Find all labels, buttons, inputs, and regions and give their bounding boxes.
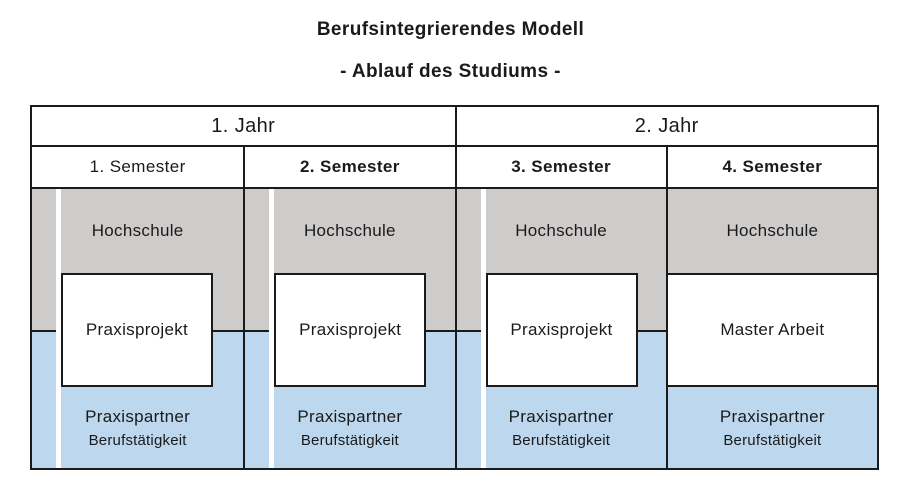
praxispartner-area: [667, 387, 877, 468]
partner-labels: Praxispartner Berufstätigkeit: [245, 387, 454, 468]
master-arbeit-band: Master Arbeit: [667, 273, 877, 387]
semester-column-3: Hochschule Praxisprojekt Praxispartner B…: [454, 189, 666, 468]
year-cell-1: 1. Jahr: [211, 114, 276, 137]
study-schedule-table: 1. Jahr 2. Jahr 1. Semester 2. Semester …: [30, 105, 879, 470]
semester-cell-3: 3. Semester: [454, 147, 666, 187]
semester-column-2: Hochschule Praxisprojekt Praxispartner B…: [243, 189, 455, 468]
year-cell-2: 2. Jahr: [454, 107, 878, 145]
semester-cell-4: 4. Semester: [665, 147, 877, 187]
year-header-row: 1. Jahr 2. Jahr: [32, 107, 877, 147]
partner-labels: Praxispartner Berufstätigkeit: [457, 387, 666, 468]
semester-column-4: Hochschule Master Arbeit Praxispartner B…: [665, 189, 877, 468]
praxisprojekt-box: Praxisprojekt: [485, 273, 638, 387]
white-gap-strip: [269, 189, 275, 468]
berufstaetigkeit-label: Berufstätigkeit: [512, 431, 611, 449]
page-subtitle: - Ablauf des Studiums -: [340, 61, 561, 82]
berufstaetigkeit-label: Berufstätigkeit: [300, 431, 399, 449]
white-gap-strip: [56, 189, 61, 468]
praxispartner-label: Praxispartner: [85, 406, 191, 426]
semester-cell-1: 1. Semester: [89, 157, 186, 176]
praxisprojekt-box: Praxisprojekt: [61, 273, 213, 387]
berufstaetigkeit-label: Berufstätigkeit: [723, 431, 822, 449]
hochschule-label: Hochschule: [91, 221, 184, 240]
hochschule-area: [667, 189, 877, 273]
content-row: Hochschule Praxisprojekt Praxispartner B…: [32, 189, 877, 468]
semester-header-row: 1. Semester 2. Semester 3. Semester 4. S…: [32, 147, 877, 189]
hochschule-label: Hochschule: [726, 221, 819, 240]
praxisprojekt-box: Praxisprojekt: [274, 273, 427, 387]
berufstaetigkeit-label: Berufstätigkeit: [88, 431, 187, 449]
praxispartner-label: Praxispartner: [508, 406, 614, 426]
partner-labels: Praxispartner Berufstätigkeit: [668, 387, 877, 468]
white-gap-strip: [480, 189, 486, 468]
semester-column-1: Hochschule Praxisprojekt Praxispartner B…: [32, 189, 244, 468]
partner-labels: Praxispartner Berufstätigkeit: [32, 387, 243, 468]
praxispartner-label: Praxispartner: [297, 406, 403, 426]
hochschule-label: Hochschule: [515, 221, 608, 240]
praxispartner-label: Praxispartner: [719, 406, 825, 426]
semester-cell-2: 2. Semester: [243, 147, 454, 187]
hochschule-label: Hochschule: [303, 221, 396, 240]
page-title: Berufsintegrierendes Modell: [316, 19, 585, 40]
